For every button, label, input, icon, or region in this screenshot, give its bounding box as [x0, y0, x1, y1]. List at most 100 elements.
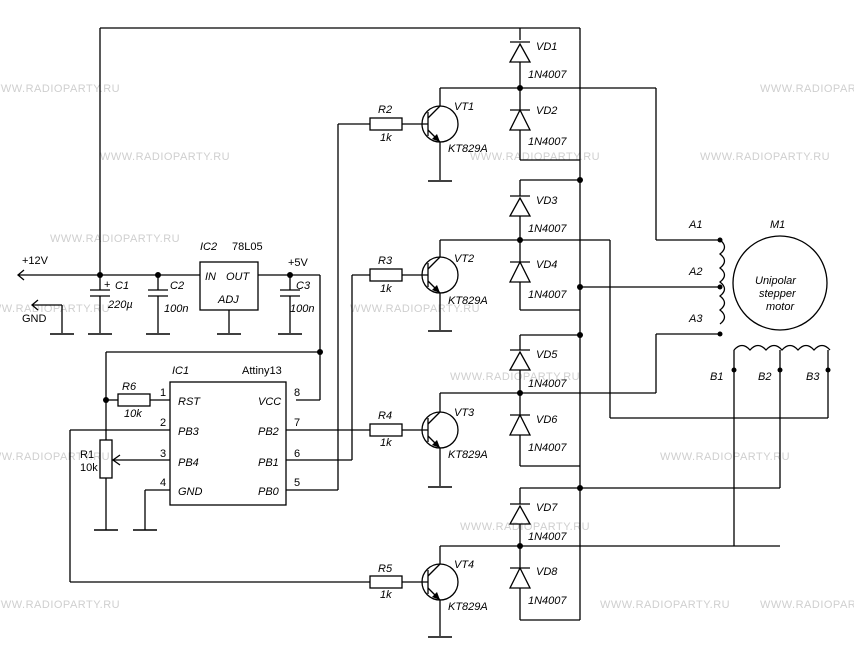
- r4-name: R4: [378, 410, 392, 422]
- watermarks: WWW.RADIOPARTY.RU WWW.RADIOPARTY.RU WWW.…: [0, 83, 854, 611]
- pin-num: 6: [294, 448, 300, 460]
- ic2-adj: ADJ: [217, 294, 239, 306]
- vd1-name: VD1: [536, 41, 557, 53]
- r4-value: 1k: [380, 437, 392, 449]
- b2-label: B2: [758, 371, 771, 383]
- vd3-name: VD3: [536, 195, 558, 207]
- pin-num: 1: [160, 387, 166, 399]
- ic2-out: OUT: [226, 271, 251, 283]
- a3-label: A3: [688, 313, 703, 325]
- vd3-part: 1N4007: [528, 223, 567, 235]
- power-section: +12V GND + C1 220µ C2 100n IC2 78L05 IN …: [16, 27, 580, 440]
- watermark: WWW.RADIOPARTY.RU: [450, 371, 580, 383]
- r5-name: R5: [378, 563, 393, 575]
- watermark: WWW.RADIOPARTY.RU: [0, 303, 110, 315]
- watermark: WWW.RADIOPARTY.RU: [350, 303, 480, 315]
- motor-line2: stepper: [759, 288, 797, 300]
- vt2-part: KT829A: [448, 295, 488, 307]
- pin-pb4: PB4: [178, 457, 199, 469]
- vd2-part: 1N4007: [528, 136, 567, 148]
- pin-num: 8: [294, 387, 300, 399]
- pin-rst: RST: [178, 396, 201, 408]
- r1-value: 10k: [80, 462, 98, 474]
- diode-bus: [577, 28, 780, 620]
- motor-line1: Unipolar: [755, 275, 797, 287]
- driver-stage-4: R5 1k VT4 KT829A VD7 1N4007 VD8 1N4007: [369, 487, 780, 638]
- c1-name: C1: [115, 280, 129, 292]
- pin-num: 3: [160, 448, 166, 460]
- plus12-label: +12V: [22, 255, 49, 267]
- r3-value: 1k: [380, 283, 392, 295]
- vd4-part: 1N4007: [528, 289, 567, 301]
- r2-value: 1k: [380, 132, 392, 144]
- driver-stage-2: R3 1k VT2 KT829A VD3 1N4007 VD4 1N4007: [369, 179, 610, 332]
- r6-value: 10k: [124, 408, 142, 420]
- svg-text:+: +: [104, 279, 110, 291]
- c3-value: 100n: [290, 303, 314, 315]
- driver-stage-3: R4 1k VT3 KT829A VD5 1N4007 VD6 1N4007: [369, 334, 656, 488]
- pin-pb1: PB1: [258, 457, 279, 469]
- watermark: WWW.RADIOPARTY.RU: [0, 451, 110, 463]
- watermark: WWW.RADIOPARTY.RU: [700, 151, 830, 163]
- pin-num: 7: [294, 417, 300, 429]
- c3-name: C3: [296, 280, 311, 292]
- watermark: WWW.RADIOPARTY.RU: [760, 599, 854, 611]
- vd4-name: VD4: [536, 259, 557, 271]
- pin-num: 5: [294, 477, 300, 489]
- pin-pb3: PB3: [178, 426, 200, 438]
- pin-pb0: PB0: [258, 486, 280, 498]
- b3-label: B3: [806, 371, 820, 383]
- vd5-part: 1N4007: [528, 378, 567, 390]
- watermark: WWW.RADIOPARTY.RU: [0, 599, 120, 611]
- r2-name: R2: [378, 104, 392, 116]
- pin-gnd: GND: [178, 486, 203, 498]
- gnd-label: GND: [22, 313, 47, 325]
- a1-label: A1: [688, 219, 702, 231]
- vd7-name: VD7: [536, 502, 558, 514]
- vt4-part: KT829A: [448, 601, 488, 613]
- watermark: WWW.RADIOPARTY.RU: [100, 151, 230, 163]
- vt4-name: VT4: [454, 559, 474, 571]
- plus5-label: +5V: [288, 257, 309, 269]
- vt1-part: KT829A: [448, 143, 488, 155]
- pin-num: 2: [160, 417, 166, 429]
- ic2-part: 78L05: [232, 241, 263, 253]
- vt3-part: KT829A: [448, 449, 488, 461]
- mcu: IC1 Attiny13 RST PB3 PB4 GND 1 2 3 4 VCC…: [69, 123, 370, 583]
- watermark: WWW.RADIOPARTY.RU: [460, 521, 590, 533]
- r3-name: R3: [378, 255, 393, 267]
- pin-pb2: PB2: [258, 426, 279, 438]
- c2-name: C2: [170, 280, 184, 292]
- watermark: WWW.RADIOPARTY.RU: [660, 451, 790, 463]
- c2-value: 100n: [164, 303, 188, 315]
- watermark: WWW.RADIOPARTY.RU: [0, 83, 120, 95]
- vt2-name: VT2: [454, 253, 474, 265]
- vd7-part: 1N4007: [528, 531, 567, 543]
- vd2-name: VD2: [536, 105, 557, 117]
- vd1-part: 1N4007: [528, 69, 567, 81]
- motor: M1 Unipolar stepper motor A1 A2 A3 B1 B2…: [609, 88, 831, 546]
- vd5-name: VD5: [536, 349, 558, 361]
- vd8-part: 1N4007: [528, 595, 567, 607]
- ic2-name: IC2: [200, 241, 217, 253]
- vd8-name: VD8: [536, 566, 558, 578]
- watermark: WWW.RADIOPARTY.RU: [760, 83, 854, 95]
- watermark: WWW.RADIOPARTY.RU: [50, 233, 180, 245]
- pin-num: 4: [160, 477, 166, 489]
- a2-label: A2: [688, 266, 702, 278]
- ic1-part: Attiny13: [242, 365, 282, 377]
- watermark: WWW.RADIOPARTY.RU: [600, 599, 730, 611]
- vd6-name: VD6: [536, 414, 558, 426]
- motor-line3: motor: [766, 301, 795, 313]
- m1-name: M1: [770, 219, 785, 231]
- pin-vcc: VCC: [258, 396, 281, 408]
- r6-name: R6: [122, 381, 137, 393]
- b1-label: B1: [710, 371, 723, 383]
- vt3-name: VT3: [454, 407, 475, 419]
- vd6-part: 1N4007: [528, 442, 567, 454]
- r5-value: 1k: [380, 589, 392, 601]
- ic1-name: IC1: [172, 365, 189, 377]
- vt1-name: VT1: [454, 101, 474, 113]
- c1-value: 220µ: [107, 299, 133, 311]
